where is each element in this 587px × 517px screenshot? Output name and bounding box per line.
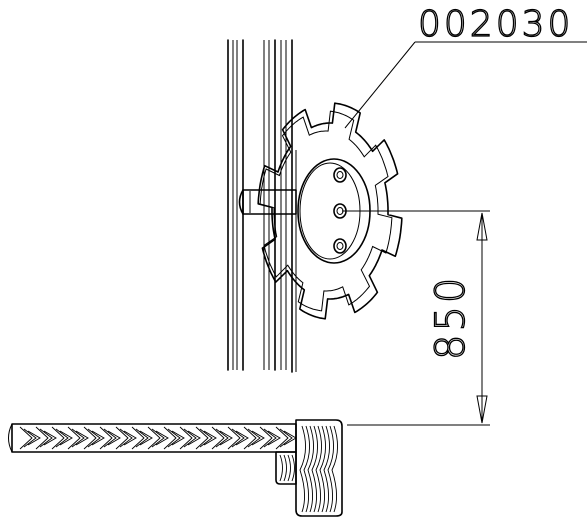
screw-top <box>333 167 347 183</box>
dimension-850: 850 <box>342 210 490 426</box>
part-callout: 002030 <box>344 3 587 129</box>
screw-bottom <box>333 238 347 254</box>
shaft-bracket <box>238 189 297 215</box>
star-knob <box>257 102 403 320</box>
vertical-profile-post <box>227 39 297 373</box>
dimension-value-label: 850 <box>428 275 474 360</box>
wood-shelf <box>8 419 343 517</box>
part-number-label: 002030 <box>418 4 573 45</box>
